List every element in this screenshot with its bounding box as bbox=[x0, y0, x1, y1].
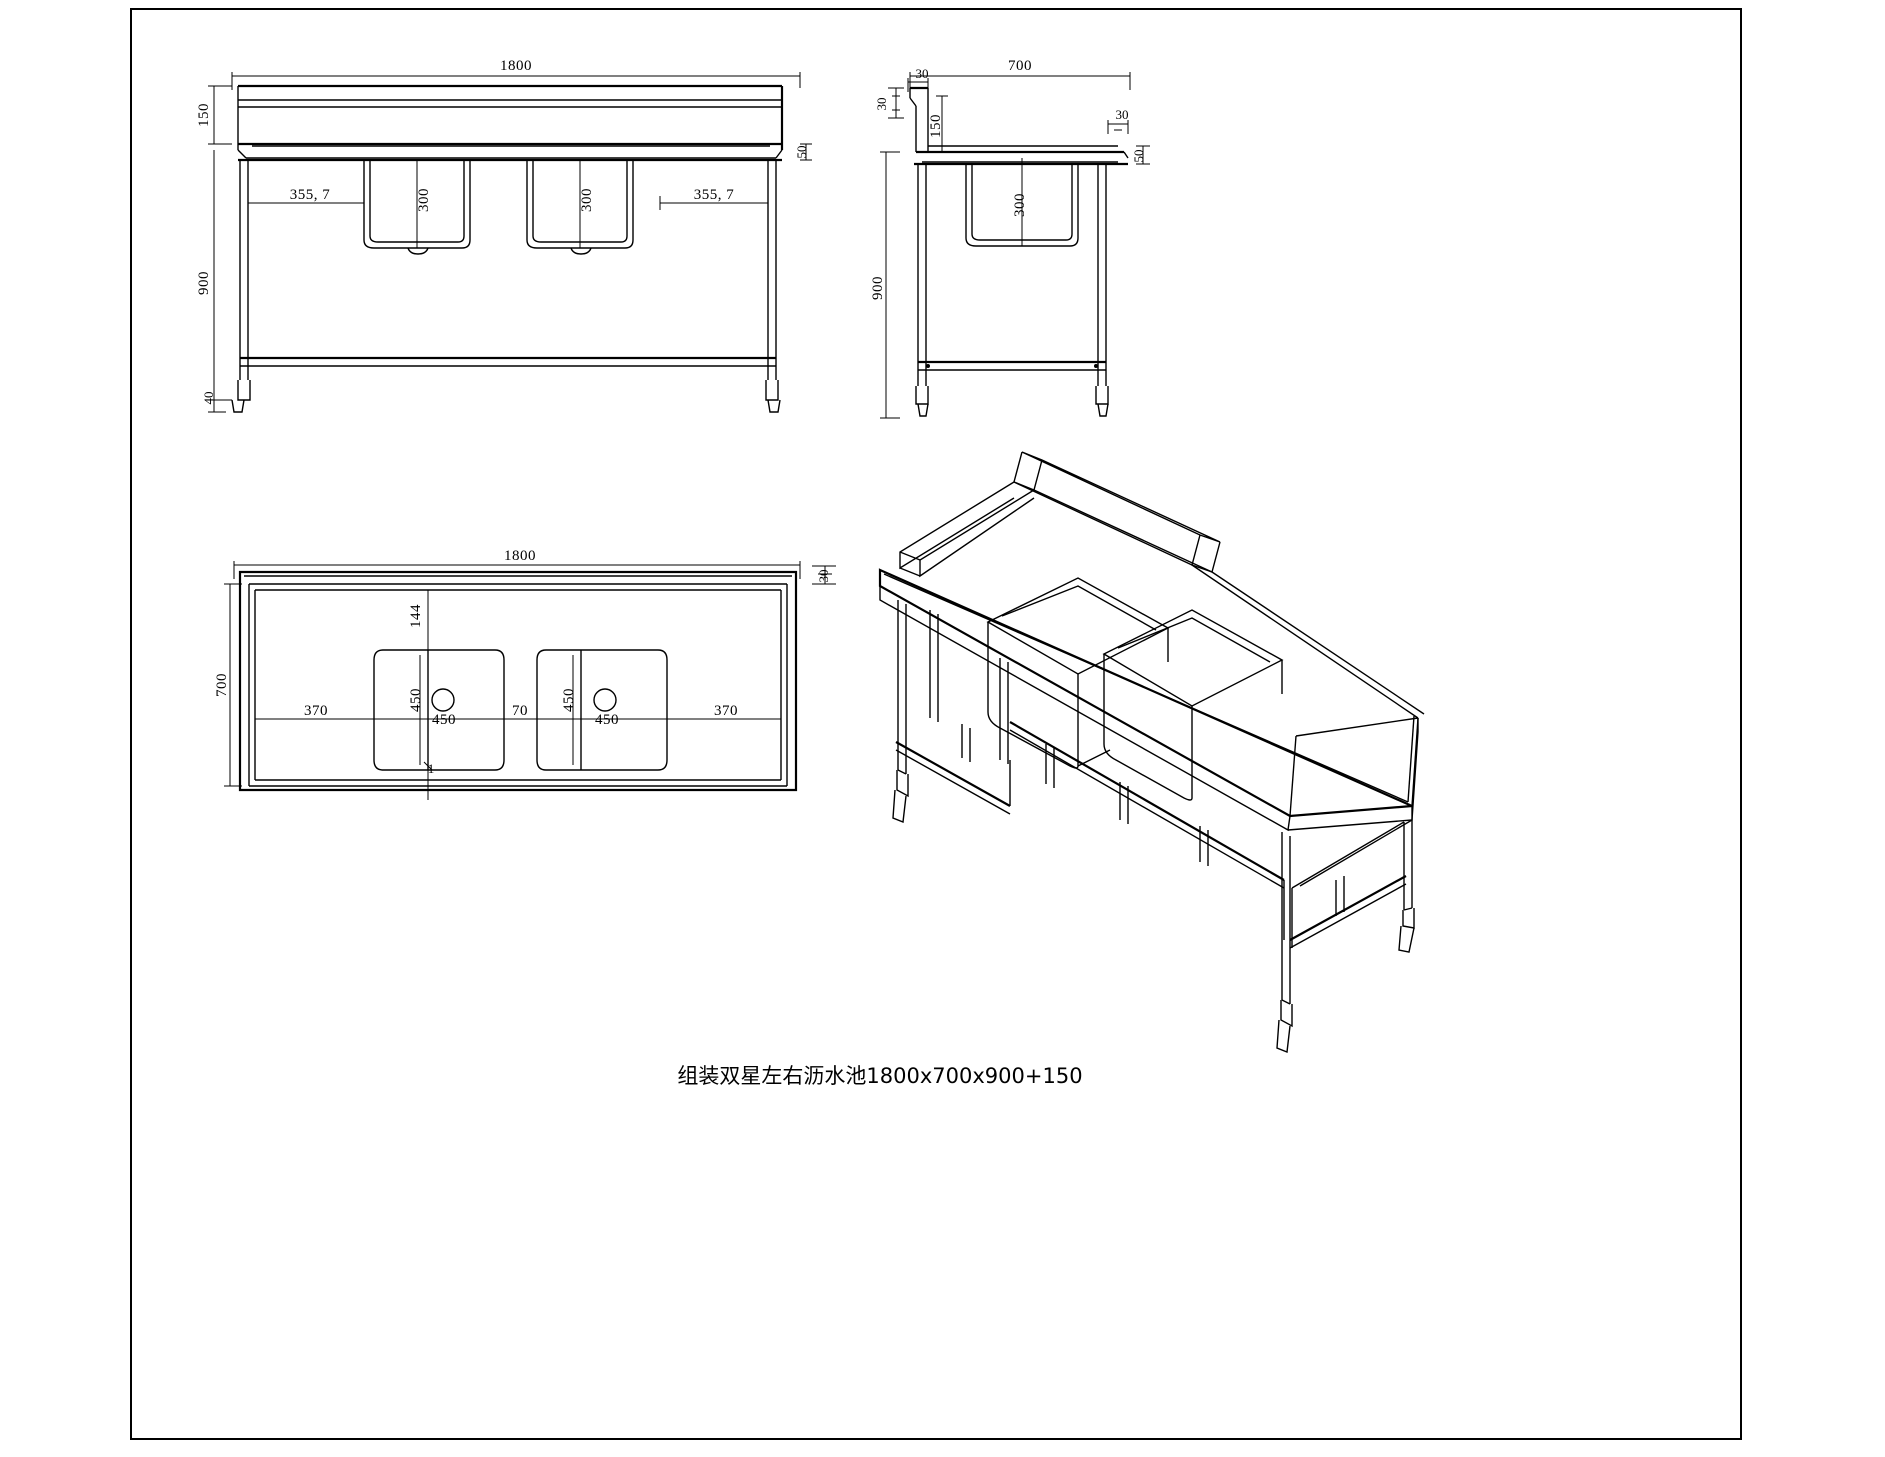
dim-label-side-bowl-depth: 300 bbox=[1012, 193, 1028, 217]
dim-label-side-depth: 700 bbox=[1008, 58, 1032, 74]
dim-label-bowl-offset: 144 bbox=[408, 604, 424, 628]
dim-label-side-top-flange: 30 bbox=[916, 66, 929, 81]
front-elevation-geometry bbox=[208, 72, 812, 413]
dim-label-right-bowl-width: 450 bbox=[561, 688, 577, 712]
dim-label-right-bowl-depth: 300 bbox=[579, 188, 595, 212]
dim-label-side-backsplash-height: 150 bbox=[928, 114, 944, 138]
dim-label-plan-right-drain: 370 bbox=[714, 703, 738, 719]
dim-label-plan-depth: 700 bbox=[214, 673, 230, 697]
dim-label-front-backsplash: 150 bbox=[196, 103, 212, 127]
sheet-border bbox=[130, 8, 1742, 1440]
front-elevation-dim-labels: 1800 150 900 40 50 355, 7 355, 7 300 300 bbox=[196, 58, 809, 405]
dim-label-left-bowl-length: 450 bbox=[432, 712, 456, 728]
side-elevation-dim-labels: 700 30 30 150 30 50 900 300 bbox=[870, 58, 1146, 300]
dim-label-front-top-thickness: 50 bbox=[794, 146, 809, 159]
dim-label-side-height: 900 bbox=[870, 276, 886, 300]
dim-label-right-bowl-length: 450 bbox=[595, 712, 619, 728]
dim-label-plan-length: 1800 bbox=[504, 548, 536, 564]
dim-label-side-top-thickness: 50 bbox=[1131, 150, 1146, 163]
dim-label-side-front-flange: 30 bbox=[1116, 107, 1129, 122]
dim-label-side-rear-flange: 30 bbox=[874, 98, 889, 111]
dim-label-corner-mark: 1 bbox=[428, 761, 435, 776]
plan-view-geometry bbox=[224, 561, 836, 800]
dim-label-plan-bowl-gap: 70 bbox=[512, 703, 528, 719]
dim-label-right-drainboard: 355, 7 bbox=[694, 187, 735, 203]
drawing-title: 组装双星左右沥水池1800x700x900+150 bbox=[677, 1064, 1082, 1088]
dim-label-left-bowl-depth: 300 bbox=[416, 188, 432, 212]
isometric-view-geometry bbox=[878, 451, 1425, 1053]
dim-label-front-height: 900 bbox=[196, 271, 212, 295]
dim-label-left-drainboard: 355, 7 bbox=[290, 187, 331, 203]
dim-label-plan-left-drain: 370 bbox=[304, 703, 328, 719]
dim-label-plan-backsplash-depth: 30 bbox=[816, 570, 831, 583]
plan-view-dim-labels: 1800 700 30 144 370 370 70 450 450 450 4… bbox=[214, 548, 831, 776]
dim-label-front-length: 1800 bbox=[500, 58, 532, 74]
dim-label-left-bowl-width: 450 bbox=[408, 688, 424, 712]
dim-label-front-foot: 40 bbox=[201, 392, 216, 405]
side-elevation-geometry bbox=[880, 72, 1150, 419]
